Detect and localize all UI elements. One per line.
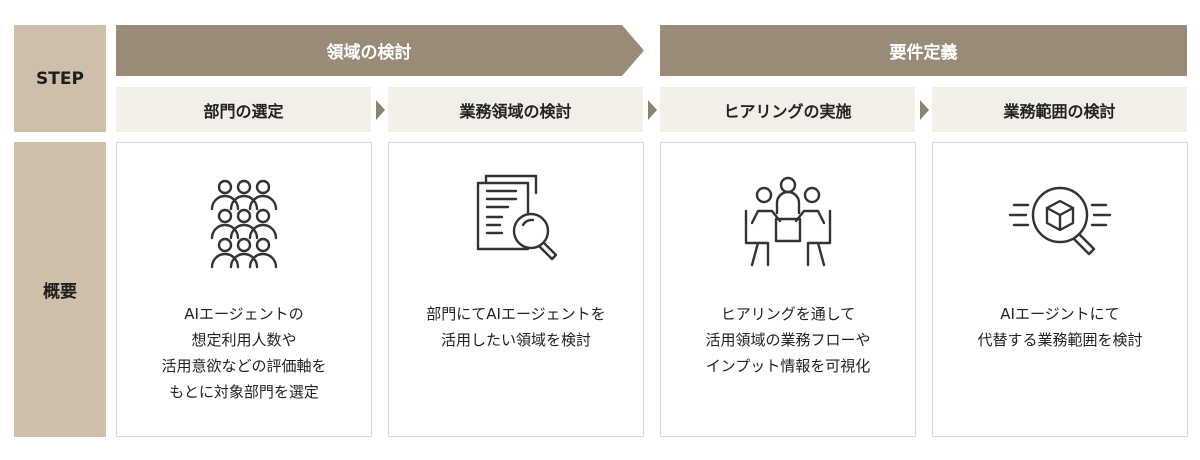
- step-description-4: AIエージントにて 代替する業務範囲を検討: [977, 305, 1143, 349]
- step-header-4: 業務範囲の検討: [932, 87, 1187, 132]
- phase-banner-1: [116, 25, 644, 76]
- meeting-icon: [744, 176, 832, 267]
- step-header-1: 部門の選定: [116, 87, 371, 132]
- step-description-1: AIエージェントの 想定利用人数や 活用意欲などの評価軸を もとに対象部門を選定: [161, 305, 327, 401]
- step-card-3: ヒアリングを通して 活用領域の業務フローや インプット情報を可視化: [660, 142, 916, 437]
- box-search-icon: [1008, 186, 1112, 256]
- step-side-label: STEP: [14, 25, 106, 132]
- step-arrow-2: [648, 100, 657, 120]
- step-header-3: ヒアリングの実施: [660, 87, 915, 132]
- step-header-2: 業務領域の検討: [388, 87, 643, 132]
- step-card-4: AIエージントにて 代替する業務範囲を検討: [932, 142, 1188, 437]
- people-grid-icon: [210, 179, 278, 269]
- step-card-2: 部門にてAIエージェントを 活用したい領域を検討: [388, 142, 644, 437]
- step-description-3: ヒアリングを通して 活用領域の業務フローや インプット情報を可視化: [705, 305, 871, 375]
- step-arrow-1: [376, 100, 385, 120]
- step-description-2: 部門にてAIエージェントを 活用したい領域を検討: [426, 305, 606, 349]
- phase-banner-2: [660, 25, 1187, 76]
- phase-label-2: 要件定義: [889, 43, 958, 63]
- phase-label-1: 領域の検討: [326, 43, 412, 63]
- overview-side-label: 概要: [14, 142, 106, 437]
- step-card-1: AIエージェントの 想定利用人数や 活用意欲などの評価軸を もとに対象部門を選定: [116, 142, 372, 437]
- document-search-icon: [476, 174, 558, 261]
- phase-banners: [116, 25, 1187, 76]
- step-arrow-3: [920, 100, 929, 120]
